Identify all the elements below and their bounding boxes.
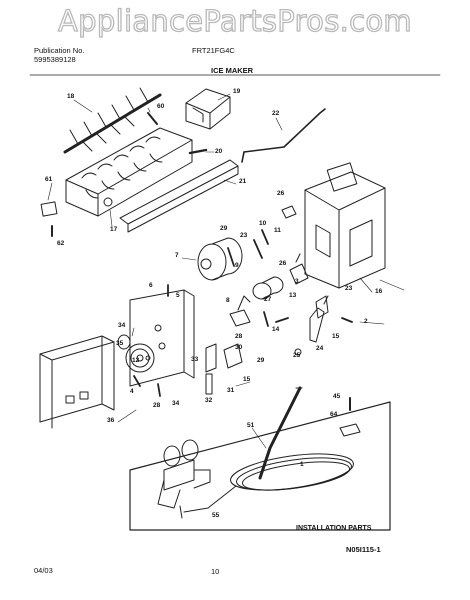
callout-6: 6 <box>149 282 153 289</box>
screw-part-4 <box>133 375 141 387</box>
heater-part <box>119 159 239 233</box>
cover-part <box>185 88 231 130</box>
cam-part <box>252 276 284 300</box>
switch-part-3 <box>289 253 309 285</box>
callout-11: 11 <box>274 227 281 234</box>
callout-33: 33 <box>191 356 199 363</box>
callout-8: 8 <box>226 297 230 304</box>
publication-label: Publication No. <box>34 46 85 55</box>
callout-55: 55 <box>212 512 220 519</box>
callout-3: 3 <box>295 278 299 285</box>
clip-part-61 <box>40 201 58 237</box>
callout-24: 24 <box>316 345 324 352</box>
footer-date: 04/03 <box>34 566 53 575</box>
callout-36: 36 <box>107 417 115 424</box>
callout-15a: 15 <box>243 376 251 383</box>
ejector-part <box>63 87 162 154</box>
callout-20: 20 <box>215 148 223 155</box>
installation-parts-label: INSTALLATION PARTS <box>296 525 372 532</box>
callout-13: 13 <box>289 292 297 299</box>
water-valve-part <box>157 439 211 519</box>
water-supply-tube-part <box>183 453 354 513</box>
callout-1: 1 <box>300 461 304 468</box>
washer-part-34 <box>117 334 131 350</box>
screw-part-27 <box>263 311 269 327</box>
callout-29a: 29 <box>220 225 228 232</box>
nut-part-25 <box>294 348 302 356</box>
switch-part-31 <box>223 343 243 369</box>
publication-number: 5995389128 <box>34 55 76 64</box>
watermark: AppliancePartsPros.com <box>57 3 412 38</box>
callout-28b: 28 <box>153 402 161 409</box>
switch-part-13 <box>315 295 329 319</box>
thermostat-part <box>229 295 251 327</box>
screw-part-14 <box>275 317 289 323</box>
screw-part-2 <box>341 317 353 323</box>
fill-tube-part <box>258 386 303 480</box>
callout-16: 16 <box>375 288 383 295</box>
front-cover-part <box>39 335 115 429</box>
gear-part-35 <box>125 343 155 373</box>
shutoff-arm-part <box>241 108 326 163</box>
callout-17: 17 <box>110 226 118 233</box>
callout-19: 19 <box>233 88 241 95</box>
callout-61: 61 <box>45 176 53 183</box>
callout-27: 27 <box>264 296 272 303</box>
callout-23a: 23 <box>240 232 248 239</box>
arm-part-24 <box>309 295 329 343</box>
callout-10: 10 <box>259 220 267 227</box>
callout-26a: 26 <box>277 190 285 197</box>
screw-part-23 <box>227 239 263 267</box>
callout-60: 60 <box>157 103 165 110</box>
mold-part <box>65 127 193 217</box>
screw-part-60 <box>147 112 158 125</box>
leader-lines <box>47 93 405 449</box>
mounting-plate-part <box>129 289 195 387</box>
callout-21: 21 <box>239 178 247 185</box>
bracket-part <box>205 373 213 395</box>
callout-34a: 34 <box>118 322 126 329</box>
callout-5: 5 <box>176 292 180 299</box>
callout-7: 7 <box>175 252 179 259</box>
callout-4: 4 <box>130 388 134 395</box>
callout-18: 18 <box>67 93 75 100</box>
callout-28a: 28 <box>235 333 243 340</box>
callout-51: 51 <box>247 422 255 429</box>
callout-2: 2 <box>364 318 368 325</box>
clamp-part <box>339 423 361 437</box>
switch-part-33 <box>205 343 217 373</box>
model-number: FRT21FG4C <box>192 46 235 55</box>
installation-parts-box <box>129 401 391 531</box>
callout-35: 35 <box>116 340 124 347</box>
callout-64: 64 <box>330 411 338 418</box>
callout-30: 30 <box>235 344 243 351</box>
callout-26b: 26 <box>279 260 287 267</box>
callout-9: 9 <box>235 262 239 269</box>
screw-part-20 <box>188 148 208 155</box>
screw-part-28 <box>157 383 161 397</box>
section-title: ICE MAKER <box>211 66 254 75</box>
callout-12: 12 <box>132 357 140 364</box>
callout-32: 32 <box>205 397 213 404</box>
callout-23b: 23 <box>345 285 353 292</box>
figure-code: N05I115-1 <box>346 545 381 554</box>
housing-part <box>304 162 386 289</box>
callout-14: 14 <box>272 326 280 333</box>
footer-page-number: 10 <box>211 567 220 576</box>
callout-45: 45 <box>333 393 341 400</box>
callout-34b: 34 <box>172 400 180 407</box>
callout-25: 25 <box>293 352 301 359</box>
callout-31: 31 <box>227 387 235 394</box>
screw-part-10 <box>261 229 269 245</box>
motor-part <box>197 237 243 281</box>
callout-15b: 15 <box>332 333 340 340</box>
callout-29b: 29 <box>257 357 265 364</box>
switch-part-26 <box>281 205 297 219</box>
callout-62: 62 <box>57 240 65 247</box>
callout-22: 22 <box>272 110 280 117</box>
